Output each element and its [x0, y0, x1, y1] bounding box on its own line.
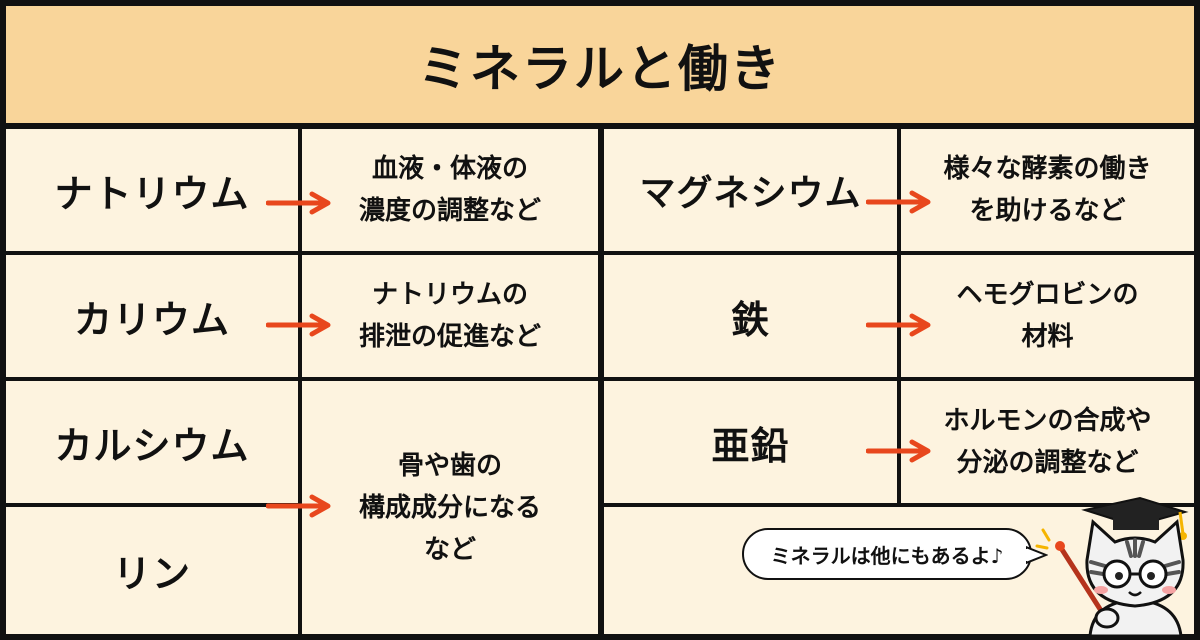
mineral-name-cell: カリウム	[6, 255, 298, 377]
mineral-desc-cell: ナトリウムの 排泄の促進など	[302, 255, 598, 377]
mineral-name: カルシウム	[54, 423, 250, 468]
desc-line: 骨や歯の	[397, 450, 502, 481]
mineral-name-cell: マグネシウム	[604, 129, 897, 251]
desc-line: 分泌の調整など	[956, 448, 1139, 478]
cat-teacher-mascot-icon	[1035, 496, 1189, 636]
mineral-desc: ヘモグロビンの 材料	[956, 274, 1138, 358]
mineral-desc: 血液・体液の 濃度の調整など	[359, 148, 541, 232]
mineral-name-cell: 亜鉛	[604, 381, 897, 503]
arrow-right-icon	[866, 439, 931, 463]
header: ミネラルと働き	[6, 6, 1194, 126]
mineral-name: 鉄	[730, 297, 770, 342]
mineral-desc: 骨や歯の 構成成分になる など	[359, 445, 541, 571]
arrow-right-icon	[866, 313, 931, 337]
desc-line: ヘモグロビンの	[956, 280, 1139, 310]
mineral-desc-cell: ホルモンの合成や 分泌の調整など	[901, 381, 1194, 503]
desc-line: 様々な酵素の働き	[943, 154, 1152, 184]
desc-line: 構成成分になる	[358, 492, 541, 523]
speech-bubble: ミネラルは他にもあるよ♪	[742, 528, 1032, 580]
desc-line: ナトリウムの	[371, 280, 528, 310]
desc-line: 血液・体液の	[371, 154, 528, 184]
desc-line: 排泄の促進など	[358, 322, 541, 352]
mineral-name-cell: 鉄	[604, 255, 897, 377]
mineral-name: ナトリウム	[54, 171, 250, 216]
bubble-tail-icon	[1026, 545, 1048, 565]
mineral-name-cell: ナトリウム	[6, 129, 298, 251]
mineral-name-cell: リン	[6, 507, 298, 634]
mineral-name-cell: カルシウム	[6, 381, 298, 503]
mineral-desc-cell: ヘモグロビンの 材料	[901, 255, 1194, 377]
mineral-desc: ホルモンの合成や 分泌の調整など	[943, 400, 1151, 484]
arrow-right-icon	[866, 190, 931, 214]
mineral-name: カリウム	[73, 297, 230, 342]
mineral-name: マグネシウム	[639, 173, 862, 214]
bubble-text: ミネラルは他にもあるよ♪	[770, 543, 1004, 568]
page-title: ミネラルと働き	[418, 39, 782, 98]
arrow-right-icon	[266, 494, 331, 518]
mineral-name: リン	[112, 552, 191, 596]
desc-line: を助けるなど	[969, 196, 1126, 226]
mineral-desc-cell: 骨や歯の 構成成分になる など	[302, 381, 598, 634]
desc-line: 材料	[1021, 322, 1074, 352]
desc-line: など	[423, 534, 476, 565]
mineral-desc: ナトリウムの 排泄の促進など	[359, 274, 541, 358]
arrow-right-icon	[266, 313, 331, 337]
desc-line: ホルモンの合成や	[943, 406, 1152, 436]
desc-line: 濃度の調整など	[358, 196, 541, 226]
mineral-name: 亜鉛	[711, 423, 790, 468]
mineral-desc-cell: 血液・体液の 濃度の調整など	[302, 129, 598, 251]
arrow-right-icon	[266, 191, 331, 215]
mineral-desc: 様々な酵素の働き を助けるなど	[943, 148, 1151, 232]
mineral-desc-cell: 様々な酵素の働き を助けるなど	[901, 129, 1194, 251]
